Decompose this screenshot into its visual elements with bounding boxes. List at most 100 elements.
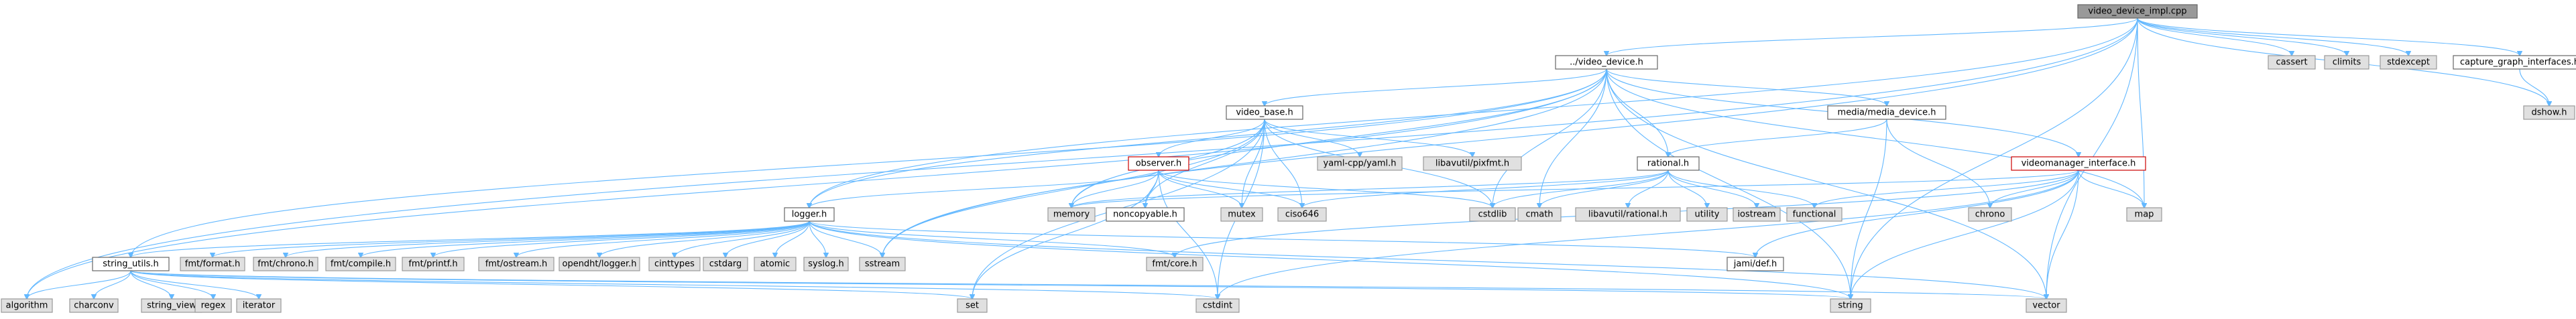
- node-box[interactable]: [1469, 207, 1516, 222]
- node-map[interactable]: map: [2126, 207, 2162, 222]
- node-box[interactable]: [194, 298, 232, 313]
- node-box[interactable]: [69, 298, 119, 313]
- node-fmt-chrono[interactable]: fmt/chrono.h: [253, 257, 318, 271]
- node-box[interactable]: [784, 207, 835, 222]
- node-iterator[interactable]: iterator: [236, 298, 282, 313]
- node-video-device[interactable]: ../video_device.h: [1555, 55, 1658, 70]
- node-box[interactable]: [1226, 105, 1303, 120]
- node-regex[interactable]: regex: [194, 298, 232, 313]
- node-dshow[interactable]: dshow.h: [2523, 105, 2575, 120]
- node-fmt-printf[interactable]: fmt/printf.h: [402, 257, 465, 271]
- node-box[interactable]: [957, 298, 988, 313]
- node-box[interactable]: [2523, 105, 2575, 120]
- node-box[interactable]: [236, 298, 282, 313]
- node-box[interactable]: [803, 257, 849, 271]
- node-yaml[interactable]: yaml-cpp/yaml.h: [1317, 156, 1403, 171]
- node-box[interactable]: [180, 257, 245, 271]
- node-box[interactable]: [559, 257, 640, 271]
- node-box[interactable]: [1317, 156, 1403, 171]
- node-stdexcept[interactable]: stdexcept: [2380, 55, 2437, 70]
- node-box[interactable]: [92, 257, 170, 271]
- node-sstream[interactable]: sstream: [859, 257, 906, 271]
- node-atomic[interactable]: atomic: [754, 257, 797, 271]
- node-jami-def[interactable]: jami/def.h: [1726, 257, 1784, 271]
- node-box[interactable]: [2011, 156, 2146, 171]
- node-charconv[interactable]: charconv: [69, 298, 119, 313]
- node-fmt-core[interactable]: fmt/core.h: [1146, 257, 1204, 271]
- node-box[interactable]: [1968, 207, 2012, 222]
- node-box[interactable]: [1220, 207, 1263, 222]
- node-climits[interactable]: climits: [2324, 55, 2369, 70]
- node-string-utils[interactable]: string_utils.h: [92, 257, 170, 271]
- node-string-view[interactable]: string_view: [141, 298, 202, 313]
- node-algorithm[interactable]: algorithm: [1, 298, 53, 313]
- node-box[interactable]: [1146, 257, 1204, 271]
- node-media-device[interactable]: media/media_device.h: [1827, 105, 1946, 120]
- node-cstdint[interactable]: cstdint: [1195, 298, 1240, 313]
- node-box[interactable]: [1106, 207, 1185, 222]
- node-logger[interactable]: logger.h: [784, 207, 835, 222]
- node-utility[interactable]: utility: [1686, 207, 1728, 222]
- node-box[interactable]: [2026, 298, 2067, 313]
- node-syslog[interactable]: syslog.h: [803, 257, 849, 271]
- node-box[interactable]: [703, 257, 748, 271]
- node-mutex[interactable]: mutex: [1220, 207, 1263, 222]
- node-box[interactable]: [1726, 257, 1784, 271]
- node-functional[interactable]: functional: [1786, 207, 1842, 222]
- node-box[interactable]: [2380, 55, 2437, 70]
- node-box[interactable]: [2268, 55, 2316, 70]
- node-box[interactable]: [1423, 156, 1522, 171]
- node-chrono[interactable]: chrono: [1968, 207, 2012, 222]
- node-iostream[interactable]: iostream: [1733, 207, 1781, 222]
- node-cassert[interactable]: cassert: [2268, 55, 2316, 70]
- node-box[interactable]: [1686, 207, 1728, 222]
- node-box[interactable]: [1277, 207, 1327, 222]
- node-videomanager[interactable]: videomanager_interface.h: [2011, 156, 2146, 171]
- node-box[interactable]: [1786, 207, 1842, 222]
- node-box[interactable]: [1047, 207, 1096, 222]
- node-set[interactable]: set: [957, 298, 988, 313]
- node-observer[interactable]: observer.h: [1128, 156, 1189, 171]
- node-box[interactable]: [253, 257, 318, 271]
- node-box[interactable]: [1637, 156, 1700, 171]
- node-vector[interactable]: vector: [2026, 298, 2067, 313]
- node-box[interactable]: [859, 257, 906, 271]
- node-memory[interactable]: memory: [1047, 207, 1096, 222]
- node-box[interactable]: [1, 298, 53, 313]
- node-box[interactable]: [402, 257, 465, 271]
- node-box[interactable]: [325, 257, 396, 271]
- node-cinttypes[interactable]: cinttypes: [648, 257, 701, 271]
- node-box[interactable]: [1830, 298, 1871, 313]
- node-rational[interactable]: rational.h: [1637, 156, 1700, 171]
- node-box[interactable]: [1517, 207, 1562, 222]
- node-cstdarg[interactable]: cstdarg: [703, 257, 748, 271]
- node-cmath[interactable]: cmath: [1517, 207, 1562, 222]
- node-box[interactable]: [1827, 105, 1946, 120]
- node-libav-rational[interactable]: libavutil/rational.h: [1575, 207, 1681, 222]
- node-fmt-compile[interactable]: fmt/compile.h: [325, 257, 396, 271]
- node-capture-graph[interactable]: capture_graph_interfaces.h: [2453, 55, 2576, 70]
- node-root[interactable]: video_device_impl.cpp: [2077, 4, 2198, 19]
- node-video-base[interactable]: video_base.h: [1226, 105, 1303, 120]
- node-box[interactable]: [2126, 207, 2162, 222]
- node-box[interactable]: [754, 257, 797, 271]
- node-fmt-format[interactable]: fmt/format.h: [180, 257, 245, 271]
- node-box[interactable]: [478, 257, 554, 271]
- node-box[interactable]: [648, 257, 701, 271]
- node-pixfmt[interactable]: libavutil/pixfmt.h: [1423, 156, 1522, 171]
- node-box[interactable]: [2077, 4, 2198, 19]
- node-box[interactable]: [2324, 55, 2369, 70]
- edge-video_device-to-sstream: [882, 68, 1607, 257]
- node-cstdlib[interactable]: cstdlib: [1469, 207, 1516, 222]
- node-ciso646[interactable]: ciso646: [1277, 207, 1327, 222]
- node-box[interactable]: [1575, 207, 1681, 222]
- node-opendht-logger[interactable]: opendht/logger.h: [559, 257, 640, 271]
- node-box[interactable]: [2453, 55, 2576, 70]
- node-fmt-ostream[interactable]: fmt/ostream.h: [478, 257, 554, 271]
- node-noncopyable[interactable]: noncopyable.h: [1106, 207, 1185, 222]
- node-box[interactable]: [1733, 207, 1781, 222]
- node-box[interactable]: [1128, 156, 1189, 171]
- node-string[interactable]: string: [1830, 298, 1871, 313]
- node-box[interactable]: [1555, 55, 1658, 70]
- node-box[interactable]: [1195, 298, 1240, 313]
